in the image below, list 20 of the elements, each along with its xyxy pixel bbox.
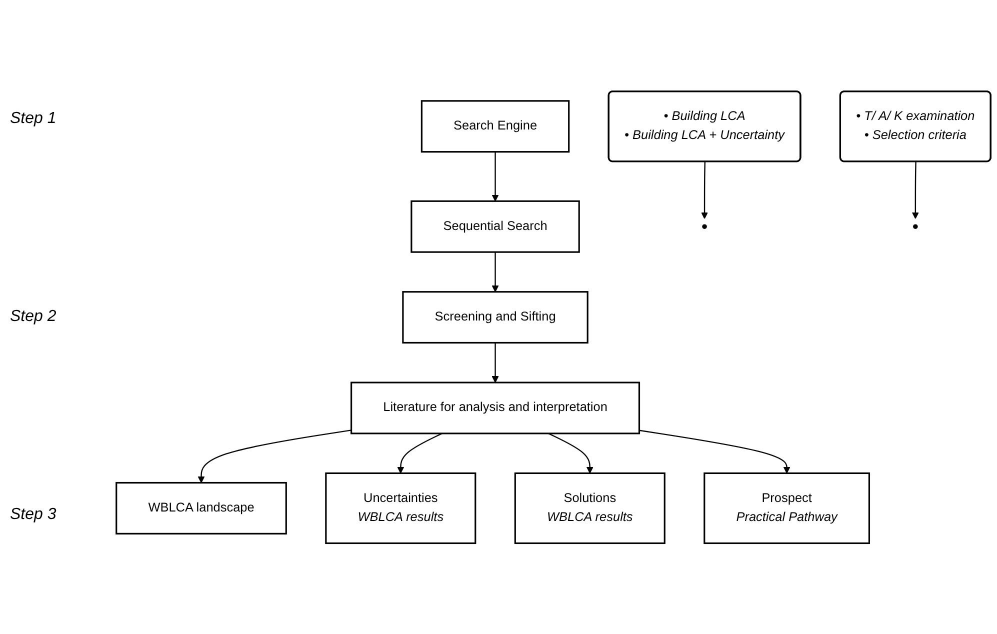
arrow	[701, 161, 708, 219]
node-box: Uncertainties WBLCA results	[325, 472, 476, 544]
node-box: Literature for analysis and interpretation	[350, 381, 640, 434]
arrow	[639, 430, 790, 474]
node-box: WBLCA landscape	[116, 482, 287, 534]
node-box: Solutions WBLCA results	[514, 472, 666, 544]
arrow	[912, 161, 919, 219]
arrow	[397, 432, 442, 474]
node-box: Prospect Practical Pathway	[704, 472, 870, 544]
arrow	[492, 152, 499, 202]
arrow	[492, 342, 499, 383]
arrow	[548, 432, 594, 474]
arrow	[198, 429, 352, 483]
node-box: Search Engine	[420, 100, 570, 152]
step-label: Step 1	[10, 110, 58, 128]
node-box: Sequential Search	[410, 200, 580, 253]
step-label: Step 2	[10, 308, 58, 326]
node-box: Screening and Sifting	[402, 290, 588, 344]
arrow	[492, 252, 499, 292]
step-label: Step 3	[10, 506, 58, 524]
